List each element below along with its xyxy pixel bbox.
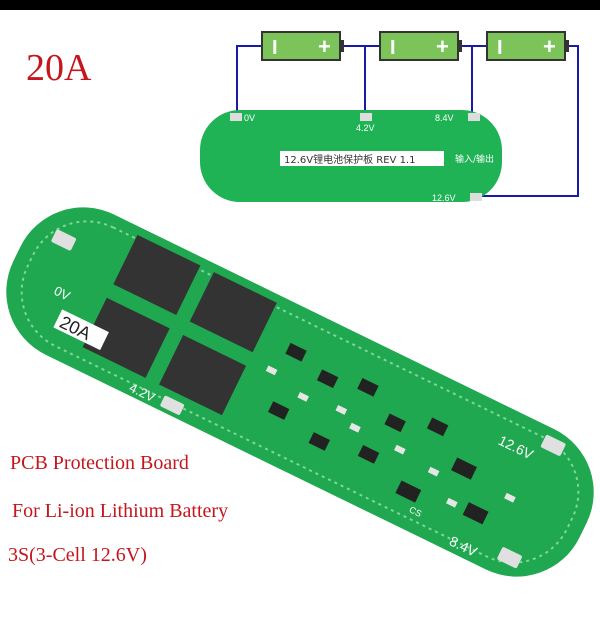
pad-0v-label: 0V	[244, 113, 255, 123]
board-0v-label: 0V	[52, 283, 73, 304]
pad-4.2v-label: 4.2V	[356, 123, 375, 133]
battery-2: I +	[379, 31, 462, 61]
plus-label: +	[436, 34, 449, 59]
minus-label: I	[497, 37, 503, 59]
caption-line-1: PCB Protection Board	[10, 452, 189, 474]
minus-label: I	[390, 37, 396, 59]
top-bar	[0, 0, 600, 10]
board-label: 12.6V锂电池保护板 REV 1.1	[284, 153, 415, 166]
caption-line-2: For Li-ion Lithium Battery	[12, 500, 229, 522]
wiring	[236, 45, 579, 197]
io-label: 输入/输出	[455, 153, 494, 165]
board-cs-label: CS	[408, 504, 424, 518]
rating-title: 20A	[26, 47, 92, 89]
plus-label: +	[318, 34, 331, 59]
diagram-board: 0V 4.2V 8.4V 12.6V 12.6V锂电池保护板 REV 1.1 输…	[200, 110, 502, 203]
pad-8.4v-label: 8.4V	[435, 113, 454, 123]
pad-12.6v-label: 12.6V	[432, 193, 456, 203]
plus-label: +	[543, 34, 556, 59]
battery-1: I +	[261, 31, 344, 61]
main-board: 20A 0V 4.2V 12.6V 8.4V CS	[6, 207, 594, 577]
battery-3: I +	[486, 31, 569, 61]
minus-label: I	[272, 37, 278, 59]
caption-line-3: 3S(3-Cell 12.6V)	[8, 544, 147, 566]
